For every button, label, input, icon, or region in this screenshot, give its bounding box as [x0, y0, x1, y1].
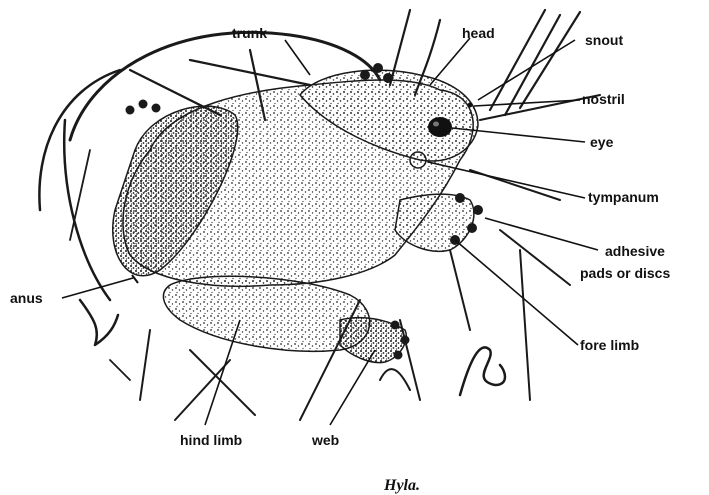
figure-caption: Hyla. [383, 477, 420, 494]
label-tympanum: tympanum [588, 189, 659, 205]
label-fore-limb: fore limb [580, 337, 639, 353]
hind-leg-shank [163, 276, 369, 351]
label-hind-limb: hind limb [180, 432, 242, 448]
hind-toes-left [126, 100, 161, 115]
label-adhesive: adhesive [605, 243, 665, 259]
label-anus: anus [10, 290, 43, 306]
fore-limb [395, 194, 474, 251]
label-snout: snout [585, 32, 623, 48]
label-trunk: trunk [232, 25, 267, 41]
label-eye: eye [590, 134, 614, 150]
label-head: head [462, 25, 495, 41]
label-web: web [311, 432, 339, 448]
frog-body [113, 63, 483, 363]
frog-nostril [468, 103, 473, 108]
label-pads-or-discs: pads or discs [580, 265, 670, 281]
frog-eye [428, 117, 452, 137]
label-nostril: nostril [582, 91, 625, 107]
